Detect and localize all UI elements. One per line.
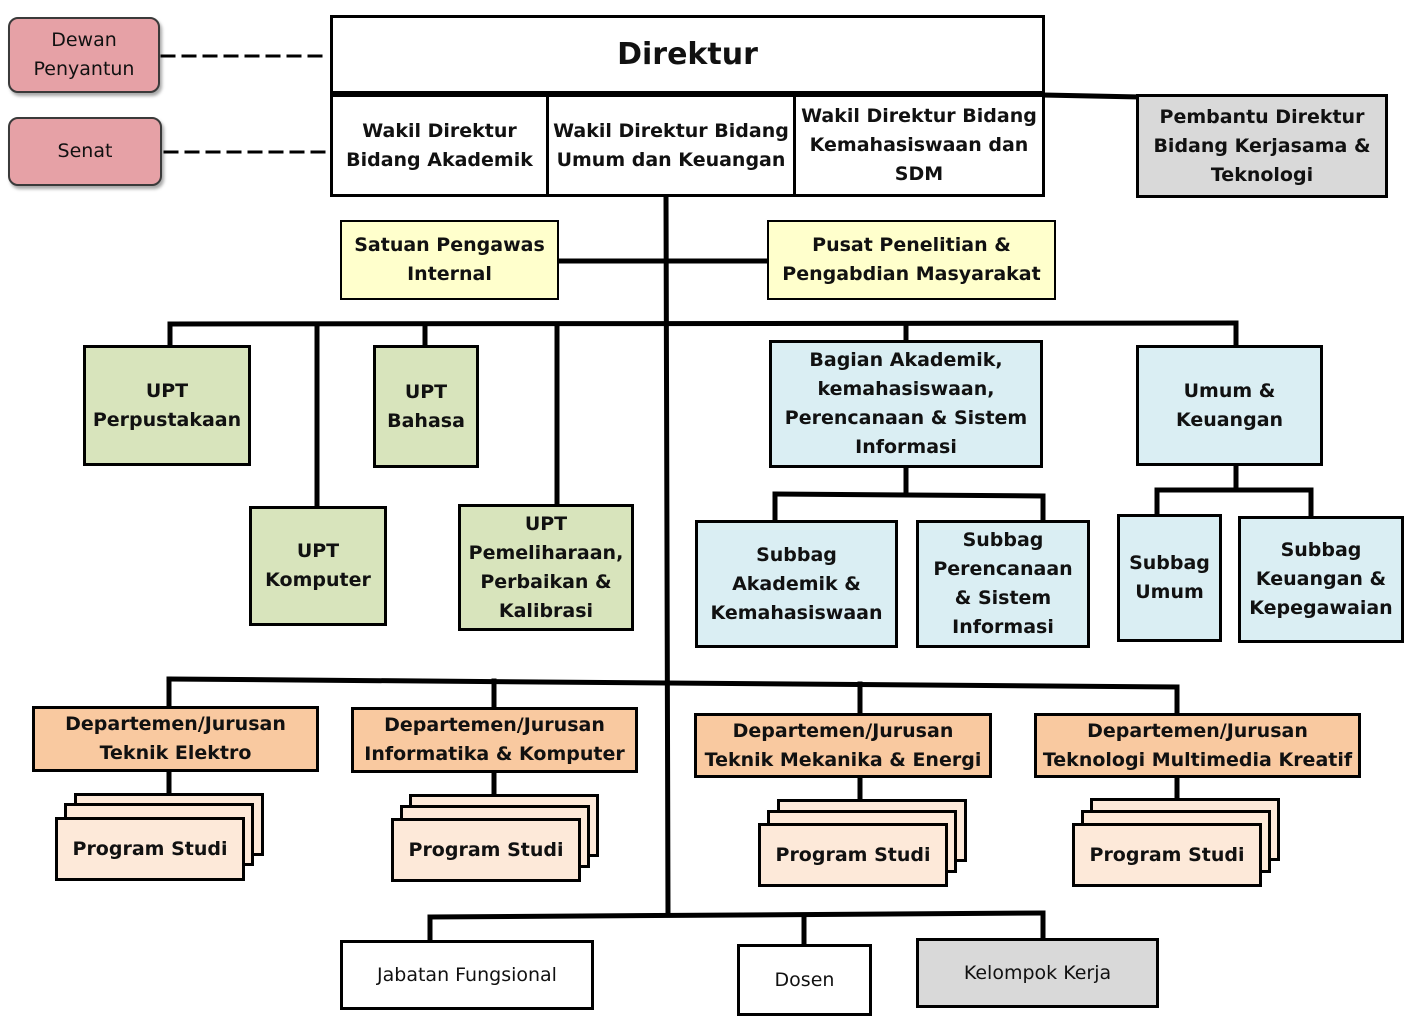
subbag-umum-label: Subbag Umum bbox=[1129, 552, 1210, 603]
subbag-keuangan-label: Subbag Keuangan & Kepegawaian bbox=[1249, 539, 1393, 619]
upt-perpustakaan-box: UPT Perpustakaan bbox=[83, 345, 251, 466]
upt-pemeliharaan-label: UPT Pemeliharaan, Perbaikan & Kalibrasi bbox=[468, 512, 624, 622]
bagian-umum-box: Umum & Keuangan bbox=[1136, 345, 1323, 466]
pembantu-direktur-box: Pembantu Direktur Bidang Kerjasama & Tek… bbox=[1136, 94, 1388, 198]
spi-box: Satuan Pengawas Internal bbox=[340, 220, 559, 300]
subbag-umum-box: Subbag Umum bbox=[1117, 514, 1222, 642]
prodi-elektro-label: Program Studi bbox=[72, 837, 228, 860]
pembantu-direktur-label: Pembantu Direktur Bidang Kerjasama & Tek… bbox=[1153, 105, 1371, 186]
jabatan-fungsional-label: Jabatan Fungsional bbox=[377, 963, 557, 986]
prodi-mekanika-box: Program Studi bbox=[758, 823, 948, 887]
spi-label: Satuan Pengawas Internal bbox=[354, 234, 545, 285]
subbag-keuangan-box: Subbag Keuangan & Kepegawaian bbox=[1238, 516, 1404, 643]
wakil-umum-label: Wakil Direktur Bidang Umum dan Keuangan bbox=[553, 119, 789, 171]
departemen-informatika-label: Departemen/Jurusan Informatika & Kompute… bbox=[364, 714, 625, 765]
wakil-kemahasiswaan-label: Wakil Direktur Bidang Kemahasiswaan dan … bbox=[801, 105, 1037, 185]
senat-box: Senat bbox=[8, 117, 162, 186]
wakil-akademik-label: Wakil Direktur Bidang Akademik bbox=[346, 119, 533, 171]
bagian-akademik-box: Bagian Akademik, kemahasiswaan, Perencan… bbox=[769, 340, 1043, 468]
prodi-informatika-box: Program Studi bbox=[391, 818, 581, 882]
subbag-akademik-box: Subbag Akademik & Kemahasiswaan bbox=[695, 520, 898, 648]
prodi-multimedia-label: Program Studi bbox=[1089, 843, 1245, 866]
subbag-perencanaan-label: Subbag Perencanaan & Sistem Informasi bbox=[933, 529, 1073, 638]
prodi-informatika-label: Program Studi bbox=[408, 838, 564, 861]
wakil-akademik-box: Wakil Direktur Bidang Akademik bbox=[330, 94, 549, 197]
upt-bahasa-box: UPT Bahasa bbox=[373, 345, 479, 468]
prodi-mekanika-label: Program Studi bbox=[775, 843, 931, 866]
prodi-elektro-box: Program Studi bbox=[55, 817, 245, 881]
departemen-elektro-label: Departemen/Jurusan Teknik Elektro bbox=[65, 713, 286, 764]
direktur-box: Direktur bbox=[330, 15, 1045, 94]
dewan-penyantun-label: Dewan Penyantun bbox=[33, 29, 135, 80]
senat-label: Senat bbox=[57, 140, 113, 162]
departemen-informatika-box: Departemen/Jurusan Informatika & Kompute… bbox=[351, 707, 638, 773]
dosen-box: Dosen bbox=[737, 944, 872, 1016]
jabatan-fungsional-box: Jabatan Fungsional bbox=[340, 940, 594, 1010]
p3m-label: Pusat Penelitian & Pengabdian Masyarakat bbox=[782, 234, 1041, 285]
kelompok-kerja-box: Kelompok Kerja bbox=[916, 938, 1159, 1008]
departemen-elektro-box: Departemen/Jurusan Teknik Elektro bbox=[32, 706, 319, 772]
upt-bahasa-label: UPT Bahasa bbox=[387, 380, 465, 432]
p3m-box: Pusat Penelitian & Pengabdian Masyarakat bbox=[767, 220, 1056, 300]
upt-komputer-label: UPT Komputer bbox=[265, 540, 371, 591]
dewan-penyantun-box: Dewan Penyantun bbox=[8, 17, 160, 93]
dosen-label: Dosen bbox=[774, 968, 835, 991]
bagian-umum-label: Umum & Keuangan bbox=[1175, 379, 1284, 431]
bagian-akademik-label: Bagian Akademik, kemahasiswaan, Perencan… bbox=[784, 349, 1028, 458]
upt-perpustakaan-label: UPT Perpustakaan bbox=[92, 379, 242, 431]
direktur-label: Direktur bbox=[617, 37, 758, 72]
wakil-umum-box: Wakil Direktur Bidang Umum dan Keuangan bbox=[546, 94, 796, 197]
wakil-kemahasiswaan-box: Wakil Direktur Bidang Kemahasiswaan dan … bbox=[793, 94, 1045, 197]
upt-komputer-box: UPT Komputer bbox=[249, 506, 387, 626]
upt-pemeliharaan-box: UPT Pemeliharaan, Perbaikan & Kalibrasi bbox=[458, 504, 634, 631]
departemen-multimedia-box: Departemen/Jurusan Teknologi Multimedia … bbox=[1034, 713, 1361, 778]
subbag-perencanaan-box: Subbag Perencanaan & Sistem Informasi bbox=[916, 520, 1090, 648]
departemen-mekanika-label: Departemen/Jurusan Teknik Mekanika & Ene… bbox=[704, 719, 982, 771]
departemen-mekanika-box: Departemen/Jurusan Teknik Mekanika & Ene… bbox=[694, 713, 992, 778]
subbag-akademik-label: Subbag Akademik & Kemahasiswaan bbox=[710, 543, 883, 624]
departemen-multimedia-label: Departemen/Jurusan Teknologi Multimedia … bbox=[1042, 719, 1353, 771]
prodi-multimedia-box: Program Studi bbox=[1072, 823, 1262, 887]
kelompok-kerja-label: Kelompok Kerja bbox=[963, 961, 1112, 984]
